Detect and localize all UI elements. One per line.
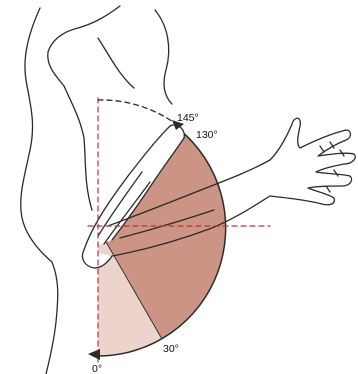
label-30: 30° <box>163 343 179 355</box>
label-130: 130° <box>196 129 218 141</box>
label-0: 0° <box>92 363 102 374</box>
arrowhead-0 <box>88 349 100 360</box>
arc-145-dashed <box>98 100 176 124</box>
label-145: 145° <box>177 112 199 124</box>
